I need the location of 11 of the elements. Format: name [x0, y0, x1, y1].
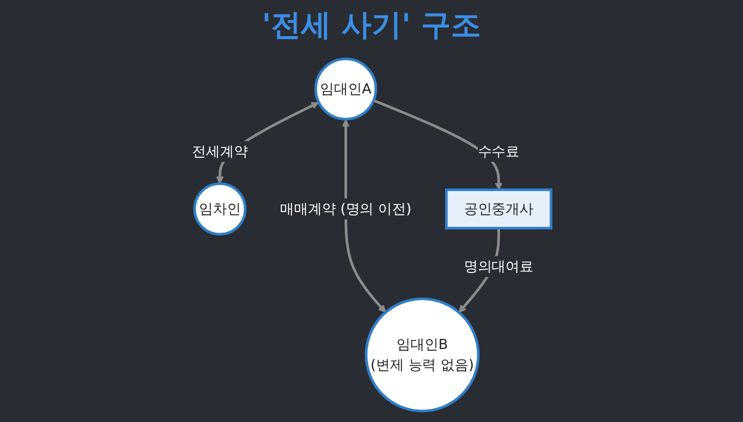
arrow: [342, 119, 386, 313]
node-circle: 임차인: [193, 182, 246, 236]
edge-label: 전세계약: [192, 142, 248, 160]
node-circle: 임대인A: [314, 58, 378, 120]
edge-label: 매매계약 (명의 이전): [280, 200, 412, 217]
title: '전세 사기' 구조: [262, 8, 482, 43]
node-circle: 임대인B (변제 능력 없음): [364, 298, 480, 412]
node-box: 공인중개사: [445, 188, 552, 230]
arrow: [373, 99, 503, 190]
edge-label: 수수료: [478, 142, 520, 160]
edge-label: 명의대여료: [464, 258, 534, 274]
